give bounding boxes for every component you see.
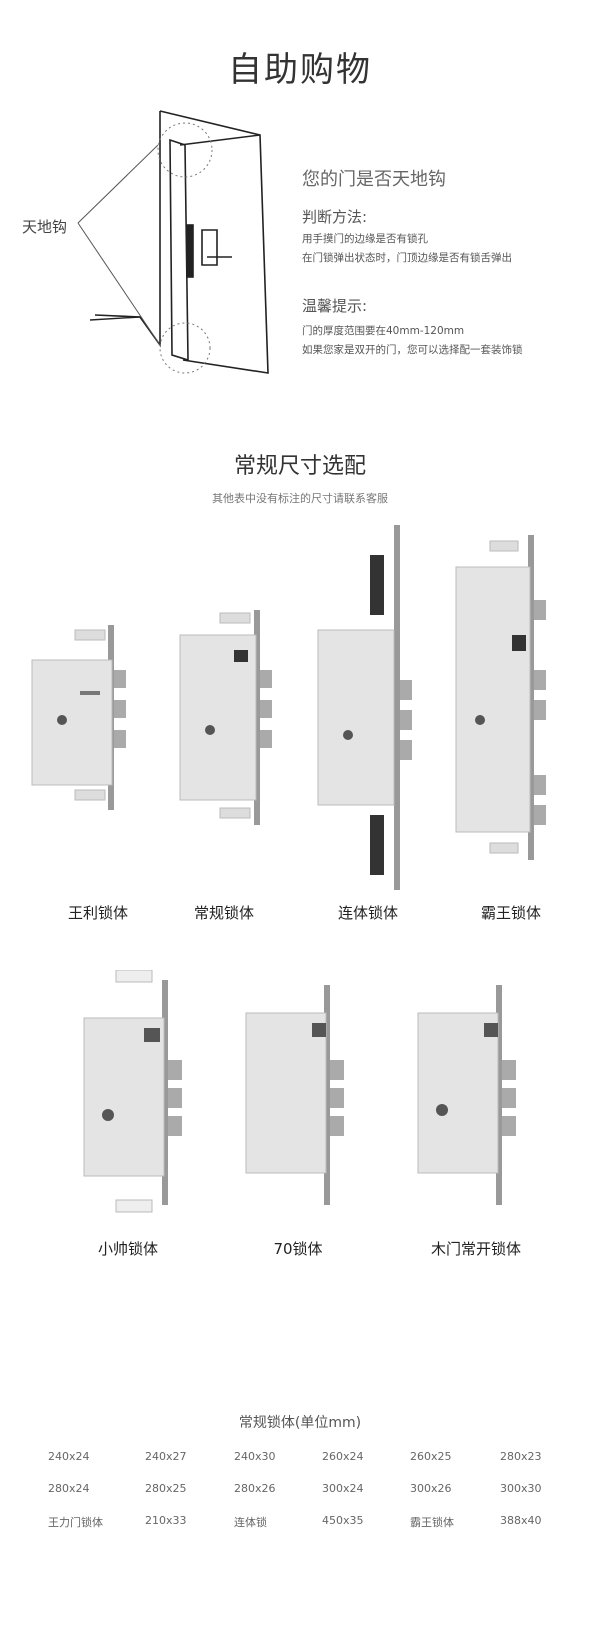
tip-line-1: 门的厚度范围要在40mm-120mm [302, 325, 465, 337]
table-cell: 300x24 [322, 1482, 364, 1495]
table-cell: 450x35 [322, 1514, 364, 1527]
size-section-subtitle: 其他表中没有标注的尺寸请联系客服 [212, 492, 388, 505]
tip-heading: 温馨提示: [302, 297, 368, 315]
lock-label: 连体锁体 [337, 904, 398, 922]
table-cell: 388x40 [500, 1514, 542, 1527]
lock-body-image [31, 625, 126, 810]
lock-body-image [83, 970, 182, 1213]
judge-heading: 判断方法: [302, 208, 368, 226]
size-section-title: 常规尺寸选配 [233, 454, 366, 479]
table-cell: 280x26 [234, 1482, 276, 1495]
table-cell: 王力门锁体 [48, 1516, 103, 1529]
lock-label: 常规锁体 [193, 904, 254, 922]
lock-body-image [417, 985, 516, 1205]
lock-label: 霸王锁体 [480, 904, 541, 922]
page-title: 自助购物 [228, 50, 372, 90]
tip-line-2: 如果您家是双开的门，您可以选择配一套装饰锁 [302, 344, 523, 356]
question-title: 您的门是否天地钩 [302, 169, 446, 190]
table-cell: 260x25 [410, 1450, 452, 1463]
table-cell: 260x24 [322, 1450, 364, 1463]
lock-body-image [317, 525, 412, 890]
lock-label: 70锁体 [273, 1240, 323, 1258]
lock-label: 小帅锁体 [97, 1240, 158, 1258]
table-cell: 300x30 [500, 1482, 542, 1495]
door-hook-label: 天地钩 [22, 218, 68, 236]
lock-body-image [245, 985, 344, 1205]
table-cell: 240x27 [145, 1450, 187, 1463]
table-cell: 240x30 [234, 1450, 276, 1463]
lock-body-image [179, 610, 272, 825]
table-cell: 300x26 [410, 1482, 452, 1495]
table-cell: 210x33 [145, 1514, 187, 1527]
size-table-title: 常规锁体(单位mm) [238, 1415, 362, 1431]
table-cell: 280x23 [500, 1450, 542, 1463]
table-cell: 霸王锁体 [410, 1516, 454, 1529]
lock-label: 王利锁体 [67, 904, 128, 922]
table-cell: 280x24 [48, 1482, 90, 1495]
judge-line-1: 用手摸门的边缘是否有锁孔 [302, 233, 428, 245]
judge-line-2: 在门锁弹出状态时，门顶边缘是否有锁舌弹出 [302, 252, 512, 264]
table-cell: 240x24 [48, 1450, 90, 1463]
lock-body-image [455, 535, 546, 860]
table-cell: 连体锁 [234, 1516, 267, 1529]
door-illustration [77, 110, 269, 374]
lock-label: 木门常开锁体 [430, 1240, 521, 1258]
table-cell: 280x25 [145, 1482, 187, 1495]
